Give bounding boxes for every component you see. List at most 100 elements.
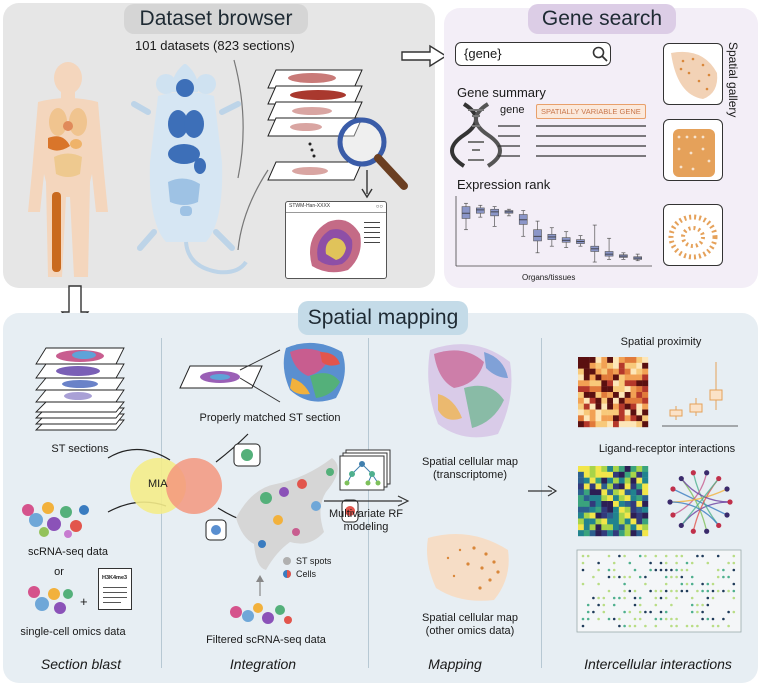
heatmap-cell: [630, 415, 637, 422]
heatmap-cell: [589, 421, 596, 428]
heatmap-cell: [636, 409, 643, 416]
dot-matrix-dot: [701, 603, 704, 607]
heatmap-cell: [607, 357, 614, 364]
viewer-side-list: [364, 218, 380, 247]
dot-matrix-dot: [690, 561, 694, 565]
dot-matrix-dot: [607, 568, 611, 572]
dot-matrix-dot: [664, 589, 668, 593]
heatmap-cell: [583, 518, 590, 525]
heatmap-cell: [630, 392, 637, 399]
viewer-window-controls[interactable]: ○○: [375, 204, 383, 210]
dot-matrix-dot: [644, 610, 647, 614]
dot-matrix-dot: [586, 603, 590, 607]
heatmap-cell: [589, 483, 596, 490]
heatmap-cell: [589, 489, 596, 496]
dot-matrix-dot: [690, 610, 694, 614]
dot-matrix-dot: [664, 617, 668, 621]
dot-matrix-dot: [644, 554, 647, 558]
heatmap-cell: [630, 466, 637, 473]
heatmap-cell: [624, 477, 631, 484]
dot-matrix-dot: [612, 568, 616, 572]
heatmap-cell: [583, 495, 590, 502]
heatmap-cell: [601, 471, 608, 478]
heatmap-cell: [583, 386, 590, 393]
dataset-connector-lines: [233, 59, 269, 251]
heatmap-cell: [601, 506, 608, 513]
heatmap-cell: [636, 403, 643, 410]
gallery-item-3[interactable]: [663, 204, 723, 266]
dot-matrix-dot: [680, 568, 684, 572]
heatmap-cell: [613, 397, 620, 404]
heatmap-cell: [618, 368, 625, 375]
dot-matrix-dot: [664, 610, 668, 614]
heatmap-cell: [578, 483, 585, 490]
heatmap-cell: [595, 483, 602, 490]
heatmap-cell: [618, 495, 625, 502]
heatmap-cell: [595, 362, 602, 369]
heatmap-cell: [583, 409, 590, 416]
dot-matrix-dot: [659, 561, 663, 565]
dot-matrix-dot: [633, 596, 637, 600]
gene-search-input[interactable]: {gene}: [455, 42, 611, 66]
dot-matrix-dot: [664, 582, 668, 586]
chord-link: [680, 478, 731, 503]
boxplot-box-5: [518, 210, 528, 237]
heatmap-cell: [618, 518, 625, 525]
filtered-scrna-cluster: [230, 603, 292, 624]
dot-matrix-dot: [618, 596, 621, 600]
heatmap-cell: [601, 524, 608, 531]
heatmap-cell: [613, 392, 620, 399]
dot-matrix-dot: [722, 589, 725, 593]
single-cell-omics-label: single-cell omics data: [20, 626, 126, 638]
chord-node: [704, 528, 710, 534]
heatmap-cell: [613, 380, 620, 387]
dot-matrix-dot: [607, 589, 611, 593]
heatmap-cell: [613, 524, 620, 531]
spatially-variable-badge[interactable]: SPATIALLY VARIABLE GENE: [536, 104, 646, 119]
spatial-mapping-title[interactable]: Spatial mapping: [298, 301, 468, 335]
heatmap-cell: [589, 501, 596, 508]
heatmap-cell: [613, 483, 620, 490]
proximity-boxplot: [662, 362, 738, 427]
dot-matrix-dot: [706, 617, 710, 621]
down-arrow-icon: [361, 170, 373, 199]
human-body-illustration: [28, 62, 108, 277]
heatmap-cell: [642, 489, 649, 496]
dot-matrix-dot: [675, 561, 678, 565]
heatmap-cell: [578, 524, 585, 531]
dot-matrix-dot: [597, 568, 600, 572]
heatmap-cell: [642, 415, 649, 422]
heatmap-cell: [613, 477, 620, 484]
heatmap-cell: [595, 374, 602, 381]
dot-matrix-dot: [706, 603, 710, 607]
heatmap-cell: [601, 403, 608, 410]
heatmap-cell: [624, 403, 631, 410]
heatmap-cell: [589, 362, 596, 369]
heatmap-cell: [601, 483, 608, 490]
heatmap-cell: [607, 512, 614, 519]
chord-link: [672, 472, 708, 516]
match-connector-lines: [239, 349, 281, 403]
dot-matrix-dot: [649, 561, 652, 565]
gene-search-title[interactable]: Gene search: [528, 4, 676, 34]
dataset-browser-title[interactable]: Dataset browser: [124, 4, 308, 34]
dot-matrix-dot: [623, 575, 626, 579]
search-icon[interactable]: [592, 46, 608, 62]
dot-matrix-dot: [685, 624, 689, 628]
heatmap-cell: [636, 489, 643, 496]
footer-intercellular: Intercellular interactions: [584, 656, 732, 672]
heatmap-cell: [583, 362, 590, 369]
dot-matrix-dot: [628, 589, 632, 593]
dot-matrix-dot: [659, 568, 663, 572]
viewer-window[interactable]: STWM-Han-XXXX ○○: [285, 201, 387, 279]
chord-node: [724, 486, 730, 492]
heatmap-cell: [636, 357, 643, 364]
heatmap-cell: [618, 397, 625, 404]
filtered-scrna-label: Filtered scRNA-seq data: [206, 634, 326, 646]
dot-matrix-dot: [701, 589, 704, 593]
heatmap-cell: [613, 501, 620, 508]
mouse-body-illustration: [131, 64, 248, 275]
heatmap-cell: [642, 392, 649, 399]
dot-matrix-dot: [581, 617, 585, 621]
dot-matrix-dot: [722, 575, 725, 579]
